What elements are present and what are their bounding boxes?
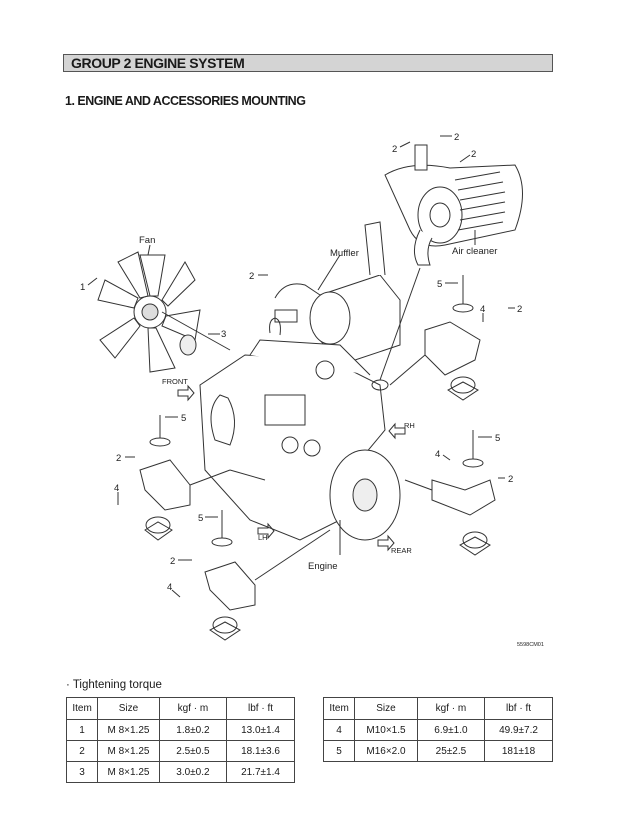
table-header-row: Item Size kgf · m lbf · ft [322,697,553,720]
cell-kgf: 1.8±0.2 [158,719,228,741]
right-rear-mount-illustration [404,430,496,556]
group-title: GROUP 2 ENGINE SYSTEM [71,55,245,71]
table-row: 1 M 8×1.25 1.8±0.2 13.0±1.4 [65,719,295,741]
cell-kgf: 6.9±1.0 [416,719,486,741]
rh-label: RH [404,421,415,430]
table-row: 3 M 8×1.25 3.0±0.2 21.7±1.4 [65,761,295,783]
table-row: 5 M16×2.0 25±2.5 181±18 [322,740,553,762]
col-lbf-ft: lbf · ft [226,697,295,720]
left-rear-mount-illustration [204,510,331,641]
col-item: Item [65,697,99,720]
col-size: Size [354,697,418,720]
callout-2: 2 [508,474,513,485]
callout-2: 2 [454,132,459,143]
col-kgf-m: kgf · m [416,697,486,720]
col-item: Item [322,697,356,720]
callout-2: 2 [392,144,397,155]
callout-2: 2 [170,556,175,567]
cell-lbf: 21.7±1.4 [226,761,295,783]
col-lbf-ft: lbf · ft [484,697,553,720]
lh-label: LH [258,533,268,542]
callout-3: 3 [221,329,226,340]
cell-kgf: 25±2.5 [416,740,486,762]
right-front-mount-illustration [389,275,481,401]
cell-lbf: 18.1±3.6 [226,740,295,762]
engine-label: Engine [308,561,338,572]
front-label: FRONT [162,377,188,386]
engine-illustration [199,317,401,541]
muffler-illustration [274,221,401,366]
group-title-bar: GROUP 2 ENGINE SYSTEM [63,54,553,72]
cell-kgf: 2.5±0.5 [158,740,228,762]
figure-code: 5598CM01 [517,642,544,648]
cell-size: M16×2.0 [354,740,418,762]
table-header-row: Item Size kgf · m lbf · ft [65,697,295,720]
torque-table-left: Item Size kgf · m lbf · ft 1 M 8×1.25 1.… [65,697,295,783]
table-row: 4 M10×1.5 6.9±1.0 49.9±7.2 [322,719,553,741]
callout-5: 5 [495,433,500,444]
callout-5: 5 [437,279,442,290]
callout-2: 2 [249,271,254,282]
rh-arrow-icon [388,422,406,440]
cell-kgf: 3.0±0.2 [158,761,228,783]
cell-size: M 8×1.25 [97,761,160,783]
rear-arrow-icon [377,534,395,552]
lh-arrow-icon [257,522,275,540]
cell-item: 5 [322,740,356,762]
callout-2: 2 [471,149,476,160]
cell-lbf: 181±18 [484,740,553,762]
callout-4: 4 [480,304,485,315]
callout-4: 4 [114,483,119,494]
callout-2: 2 [517,304,522,315]
cell-size: M 8×1.25 [97,719,160,741]
cell-item: 2 [65,740,99,762]
tightening-torque-label: · Tightening torque [66,679,162,691]
air-cleaner-illustration [379,144,523,381]
callout-1: 1 [80,282,85,293]
callout-5: 5 [181,413,186,424]
engine-mounting-diagram: Fan Muffler Air cleaner Engine FRONT RH … [80,132,544,648]
muffler-label: Muffler [330,248,359,259]
col-size: Size [97,697,160,720]
torque-table-right: Item Size kgf · m lbf · ft 4 M10×1.5 6.9… [322,697,553,762]
table-row: 2 M 8×1.25 2.5±0.5 18.1±3.6 [65,740,295,762]
callout-2: 2 [116,453,121,464]
cell-size: M 8×1.25 [97,740,160,762]
fan-illustration [97,251,231,373]
cell-item: 4 [322,719,356,741]
callout-4: 4 [435,449,440,460]
section-title: 1. ENGINE AND ACCESSORIES MOUNTING [65,94,306,108]
cell-size: M10×1.5 [354,719,418,741]
callout-5: 5 [198,513,203,524]
cell-item: 1 [65,719,99,741]
rear-label: REAR [391,546,412,555]
cell-lbf: 13.0±1.4 [226,719,295,741]
callout-4: 4 [167,582,172,593]
cell-item: 3 [65,761,99,783]
spacer-illustration [179,334,197,356]
front-arrow-icon [177,384,195,402]
left-front-mount-illustration [139,415,266,541]
air-cleaner-label: Air cleaner [452,246,497,257]
fan-label: Fan [139,235,155,246]
col-kgf-m: kgf · m [158,697,228,720]
cell-lbf: 49.9±7.2 [484,719,553,741]
